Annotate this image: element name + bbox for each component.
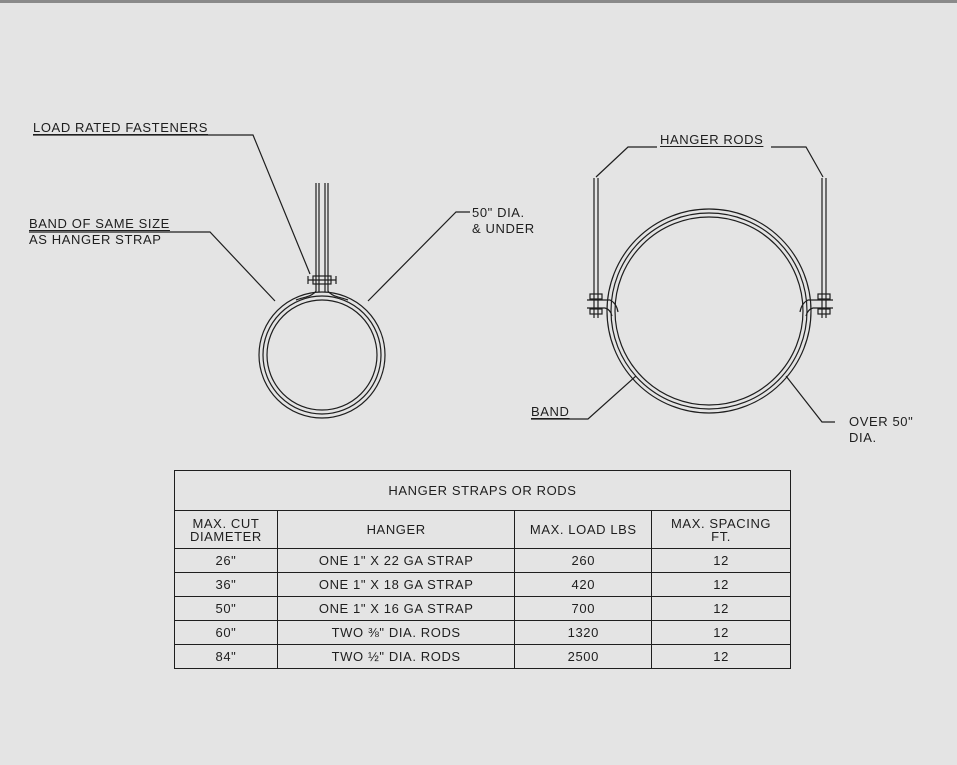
left-hanger-rod (593, 178, 599, 318)
right-band-ear-top (799, 299, 833, 313)
dia-50-under-label: 50" DIA. (472, 205, 525, 220)
band-label: BAND (531, 404, 570, 419)
right-rod-nuts (817, 293, 831, 315)
cell-load: 700 (514, 596, 653, 621)
cell-diameter: 50" (174, 596, 278, 621)
band-leader-right (531, 375, 637, 420)
cell-hanger: ONE 1" X 18 GA STRAP (276, 572, 516, 597)
table-row: 60" TWO ⅜" DIA. RODS 1320 12 (174, 620, 791, 645)
dia-50-under-label-line2: & UNDER (472, 221, 535, 236)
over-50-leader (785, 375, 835, 423)
top-border-line (0, 0, 957, 3)
over-50-dia-label-line2: DIA. (849, 430, 877, 445)
header-max-load: MAX. LOAD LBS (514, 510, 653, 549)
load-rated-fasteners-label: LOAD RATED FASTENERS (33, 120, 209, 135)
band-same-size-label: BAND OF SAME SIZE (29, 216, 170, 231)
large-pipe-outer-band (606, 208, 812, 414)
table-row: 84" TWO ½" DIA. RODS 2500 12 (174, 644, 791, 669)
cell-diameter: 36" (174, 572, 278, 597)
hanger-rods-leader-left (595, 146, 657, 178)
hanger-rods-label: HANGER RODS (660, 132, 764, 147)
cell-diameter: 60" (174, 620, 278, 645)
header-hanger: HANGER (276, 510, 516, 549)
cell-hanger: ONE 1" X 16 GA STRAP (276, 596, 516, 621)
table-title: HANGER STRAPS OR RODS (174, 470, 791, 511)
over-50-dia-label: OVER 50" (849, 414, 914, 429)
band-same-size-label-line2: AS HANGER STRAP (29, 232, 162, 247)
dia-50-leader (367, 211, 470, 302)
table-row: 36" ONE 1" X 18 GA STRAP 420 12 (174, 572, 791, 597)
fasteners-leader (33, 134, 311, 275)
band-leader (29, 231, 276, 302)
cell-hanger: ONE 1" X 22 GA STRAP (276, 548, 516, 573)
cell-hanger: TWO ½" DIA. RODS (276, 644, 516, 669)
cell-load: 1320 (514, 620, 653, 645)
strap-left (295, 183, 317, 301)
fastener-bolt (307, 275, 337, 285)
cell-load: 260 (514, 548, 653, 573)
cell-spacing: 12 (651, 548, 791, 573)
cell-spacing: 12 (651, 596, 791, 621)
left-band-ear-bottom (587, 307, 613, 317)
table-row: 26" ONE 1" X 22 GA STRAP 260 12 (174, 548, 791, 573)
small-pipe-hanger (29, 134, 470, 419)
left-band-ear-top (587, 299, 619, 313)
large-pipe-hanger (531, 146, 835, 423)
large-pipe-outer-wall (610, 212, 808, 410)
cell-diameter: 84" (174, 644, 278, 669)
right-band-ear-bottom (805, 307, 833, 317)
pipe-outer-wall (262, 295, 382, 415)
cell-hanger: TWO ⅜" DIA. RODS (276, 620, 516, 645)
cell-diameter: 26" (174, 548, 278, 573)
table-row: 50" ONE 1" X 16 GA STRAP 700 12 (174, 596, 791, 621)
strap-inner-lines (318, 183, 326, 292)
cell-spacing: 12 (651, 620, 791, 645)
large-pipe-inner-wall (614, 216, 804, 406)
strap-right (327, 183, 349, 301)
pipe-outer-band (258, 291, 386, 419)
cell-spacing: 12 (651, 572, 791, 597)
left-rod-nuts (589, 293, 603, 315)
cell-load: 420 (514, 572, 653, 597)
cell-load: 2500 (514, 644, 653, 669)
right-hanger-rod (821, 178, 827, 318)
cell-spacing: 12 (651, 644, 791, 669)
hanger-rods-leader-right (771, 146, 824, 178)
pipe-inner-wall (266, 299, 378, 411)
